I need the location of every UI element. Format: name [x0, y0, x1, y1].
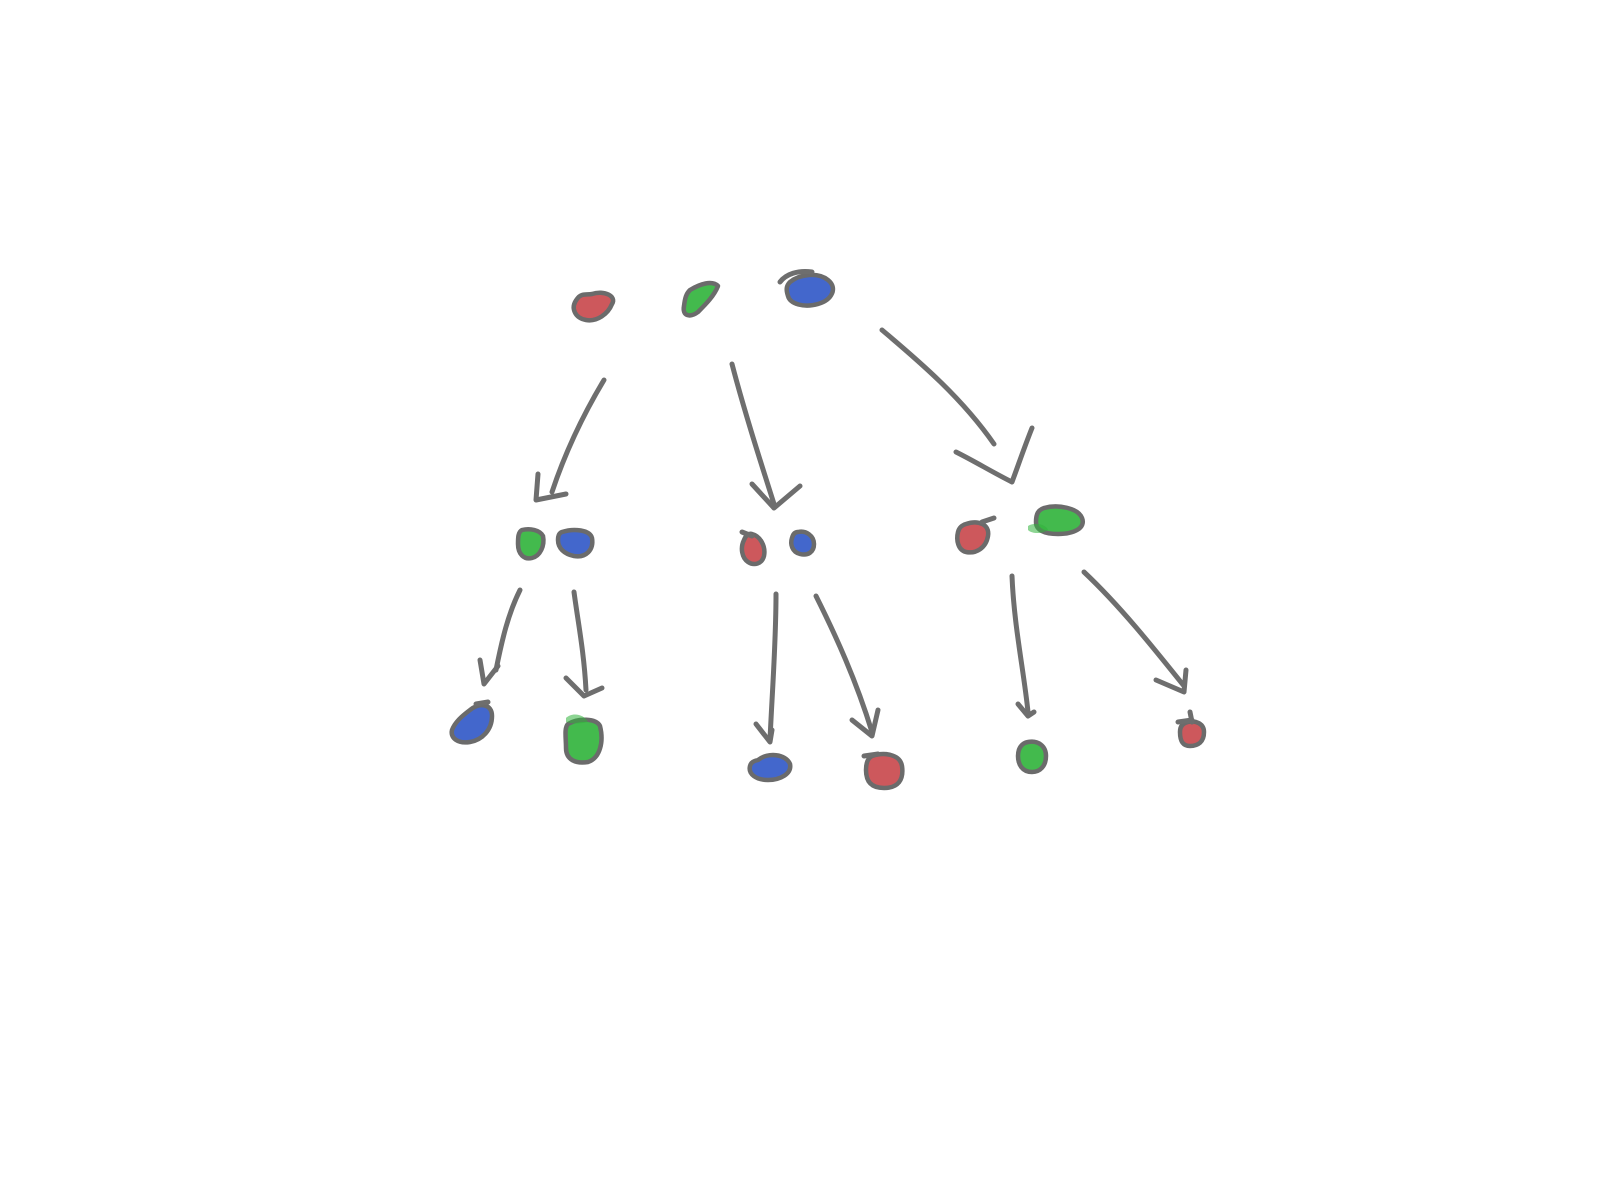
leaf-right-2 [1177, 719, 1207, 749]
middle-group-item-1 [739, 531, 767, 567]
arrow-root-to-left [549, 377, 607, 495]
leaf-middle-2 [863, 751, 905, 791]
leaf-right-2-tail [1175, 709, 1195, 725]
middle-group-item-2 [789, 529, 817, 557]
arrow-root-to-left-head [533, 471, 569, 503]
arrow-root-to-middle [729, 361, 777, 507]
arrow-left-to-leaf-2-head [563, 675, 605, 699]
arrow-right-to-leaf-2-head [1153, 667, 1189, 695]
leaf-right-1 [1015, 739, 1049, 775]
left-group-item-2 [555, 527, 595, 559]
leaf-left-2 [563, 717, 604, 765]
root-item-1 [571, 290, 616, 323]
arrow-right-to-leaf-1-head [1015, 701, 1037, 719]
right-group-item-2 [1033, 504, 1085, 537]
arrow-middle-to-leaf-1-head [753, 721, 775, 745]
right-group-item-1 [955, 520, 991, 555]
right-group-item-2-smudge [1028, 523, 1048, 533]
arrow-middle-to-leaf-2 [813, 593, 875, 735]
level1-arrows [477, 569, 1189, 745]
middle-group-item-1-tail [739, 529, 755, 539]
arrow-root-to-right-head [953, 425, 1035, 485]
arrow-right-to-leaf-2 [1081, 569, 1187, 689]
right-group-item-1-tail [979, 515, 997, 525]
root-item-3-flick [777, 269, 815, 285]
level1-left-group [515, 527, 595, 561]
root-node-group [571, 269, 836, 323]
leaf-middle-1 [747, 752, 793, 783]
arrow-left-to-leaf-1 [493, 587, 523, 673]
arrow-root-to-right [879, 327, 997, 447]
arrow-root-to-middle-head [749, 481, 803, 511]
arrow-left-to-leaf-1-head [477, 657, 501, 687]
root-item-2 [681, 280, 721, 318]
arrow-right-to-leaf-1 [1009, 573, 1031, 715]
root-arrows [533, 327, 1035, 511]
arrow-middle-to-leaf-1 [767, 591, 779, 743]
arrow-left-to-leaf-2 [571, 589, 589, 693]
leaf-left-2-smudge [566, 714, 588, 724]
level1-right-group [955, 504, 1085, 555]
level1-middle-group [739, 529, 817, 567]
root-item-3 [784, 272, 836, 308]
leaf-nodes [449, 699, 1207, 791]
leaf-left-1 [449, 702, 495, 745]
leaf-left-1-tail [473, 699, 491, 707]
leaf-middle-2-tail [861, 751, 881, 759]
left-group-item-1 [515, 527, 546, 561]
arrow-middle-to-leaf-2-head [849, 707, 881, 739]
